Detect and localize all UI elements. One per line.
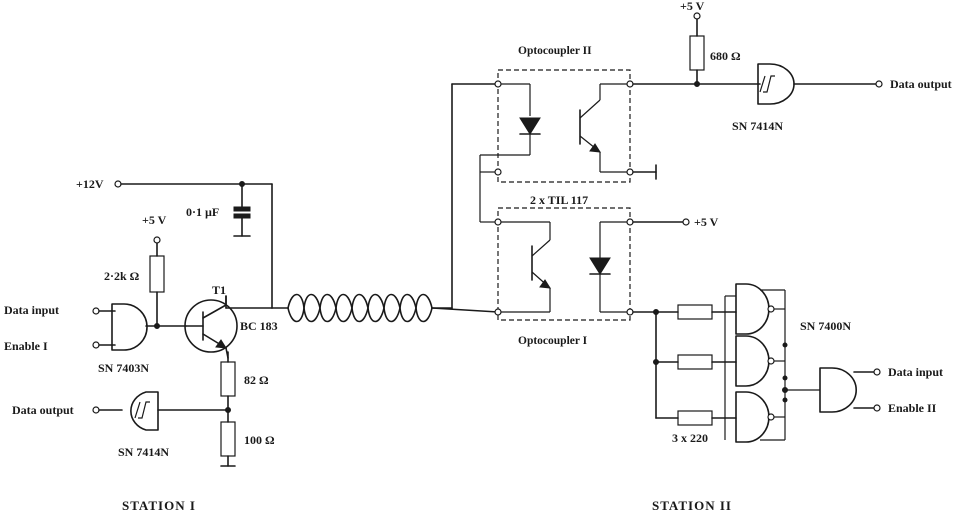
label-station1: STATION I [122, 498, 196, 513]
supply-12v-line [114, 180, 273, 309]
label-enable1: Enable I [4, 339, 48, 353]
label-plus5v-mid: +5 V [694, 215, 719, 229]
label-plus5v-station1: +5 V [142, 213, 167, 227]
resistor-2-2k [149, 255, 165, 329]
label-r100: 100 Ω [244, 433, 275, 447]
resistor-network-3x220 [632, 304, 737, 426]
label-cap: 0·1 µF [186, 205, 219, 219]
label-r22k: 2·2k Ω [104, 269, 140, 283]
schmitt-gate-right [757, 63, 883, 105]
label-optocoupler1: Optocoupler I [518, 335, 588, 347]
label-r3x220: 3 x 220 [672, 431, 708, 445]
supply-5v-station1 [153, 236, 161, 257]
label-sn7414n-left: SN 7414N [118, 445, 169, 459]
label-data-output-left: Data output [12, 403, 74, 417]
label-r82: 82 Ω [244, 373, 269, 387]
label-optocoupler2: Optocoupler II [518, 45, 592, 57]
resistor-100 [220, 421, 236, 467]
label-til117: 2 x TIL 117 [530, 193, 588, 207]
label-data-output-right: Data output [890, 77, 952, 91]
label-sn7403n: SN 7403N [98, 361, 149, 375]
label-plus5v-top: +5 V [680, 0, 705, 13]
capacitor-0-1uf [233, 183, 251, 237]
label-r680: 680 Ω [710, 49, 741, 63]
label-sn7414n-right: SN 7414N [732, 119, 783, 133]
label-bc183: BC 183 [240, 319, 278, 333]
label-t1: T1 [212, 283, 226, 297]
label-data-input-left: Data input [4, 303, 59, 317]
label-station2: STATION II [652, 498, 732, 513]
twisted-pair-cable [271, 83, 499, 323]
nand-gate-sn7403n [92, 303, 187, 351]
nand-gates-sn7400n [724, 283, 820, 443]
label-data-input-right: Data input [888, 365, 943, 379]
schmitt-gate-left [92, 391, 229, 431]
label-plus12v: +12V [76, 177, 104, 191]
resistor-82 [220, 351, 236, 423]
optocoupler-2 [479, 69, 657, 183]
label-enable2: Enable II [888, 401, 937, 415]
nand-gate-enable2 [819, 367, 881, 413]
supply-5v-top [632, 12, 761, 87]
optocoupler-1 [479, 172, 690, 321]
label-sn7400n: SN 7400N [800, 319, 851, 333]
